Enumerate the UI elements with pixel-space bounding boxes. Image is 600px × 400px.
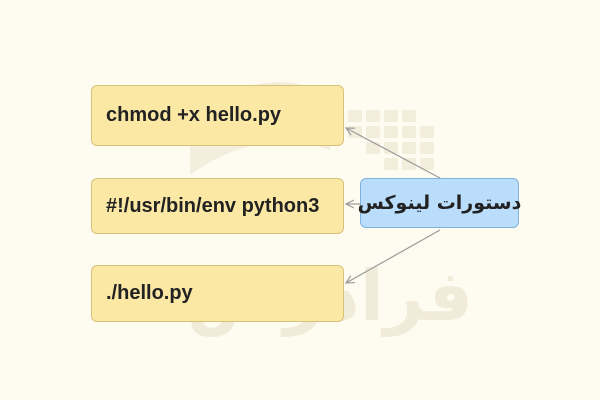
command-text: chmod +x hello.py	[106, 104, 282, 126]
command-node-shebang: #!/usr/bin/env python3	[91, 178, 344, 234]
command-node-chmod: chmod +x hello.py	[91, 85, 344, 146]
arrow-to-command-3	[346, 229, 441, 283]
root-node-linux-commands: دستورات لینوکس	[357, 178, 522, 228]
root-node-label: دستورات لینوکس	[357, 192, 522, 214]
command-text: #!/usr/bin/env python3	[106, 194, 320, 217]
arrow-to-command-1	[346, 128, 441, 179]
command-text: ./hello.py	[106, 282, 193, 304]
command-node-run: ./hello.py	[91, 265, 344, 322]
